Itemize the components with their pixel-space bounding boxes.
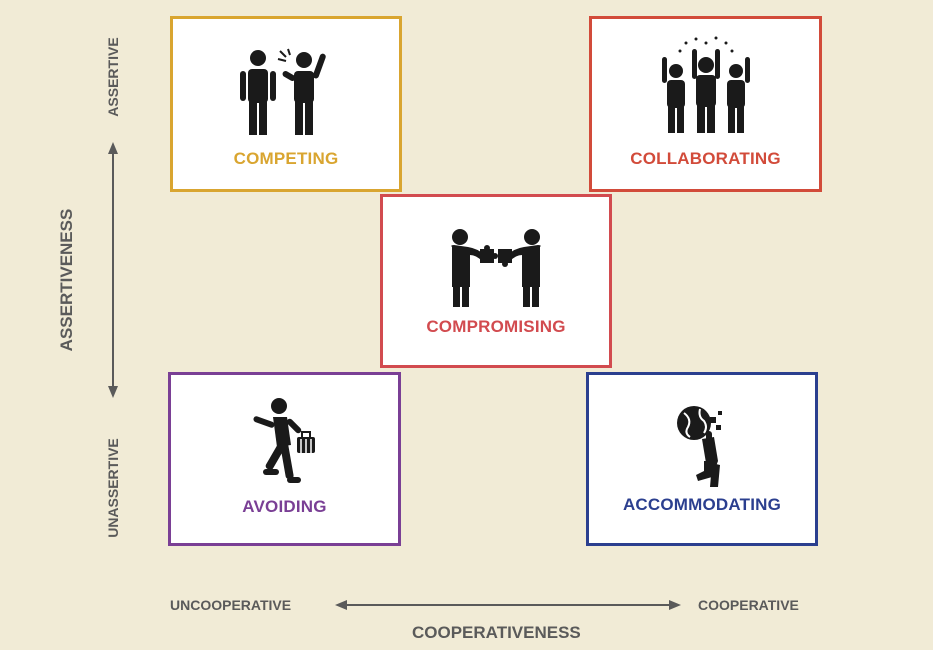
horizontal-axis-arrow <box>335 600 681 610</box>
avoiding-label: AVOIDING <box>242 497 327 516</box>
collaborating-box: COLLABORATING <box>589 16 822 192</box>
collaborating-label: COLLABORATING <box>630 149 781 168</box>
uncooperative-label: UNCOOPERATIVE <box>170 597 292 613</box>
unassertive-label: UNASSERTIVE <box>105 438 121 538</box>
running-person-icon <box>245 397 325 487</box>
accommodating-label: ACCOMMODATING <box>622 495 782 514</box>
compromising-label: COMPROMISING <box>426 317 566 336</box>
compromising-box: COMPROMISING <box>380 194 612 368</box>
three-people-cheering-icon <box>656 35 756 135</box>
cooperative-label: COOPERATIVE <box>698 597 799 613</box>
avoiding-box: AVOIDING <box>168 372 401 546</box>
assertive-label: ASSERTIVE <box>105 37 121 117</box>
person-carrying-globe-icon <box>662 401 742 491</box>
two-people-arguing-icon <box>236 47 336 137</box>
vertical-axis-arrow <box>108 142 118 398</box>
two-people-puzzle-icon <box>446 227 546 307</box>
competing-label: COMPETING <box>233 149 339 168</box>
accommodating-box: ACCOMMODATING <box>586 372 818 546</box>
assertiveness-axis-title: ASSERTIVENESS <box>57 208 76 352</box>
cooperativeness-axis-title: COOPERATIVENESS <box>412 623 581 642</box>
competing-box: COMPETING <box>170 16 402 192</box>
